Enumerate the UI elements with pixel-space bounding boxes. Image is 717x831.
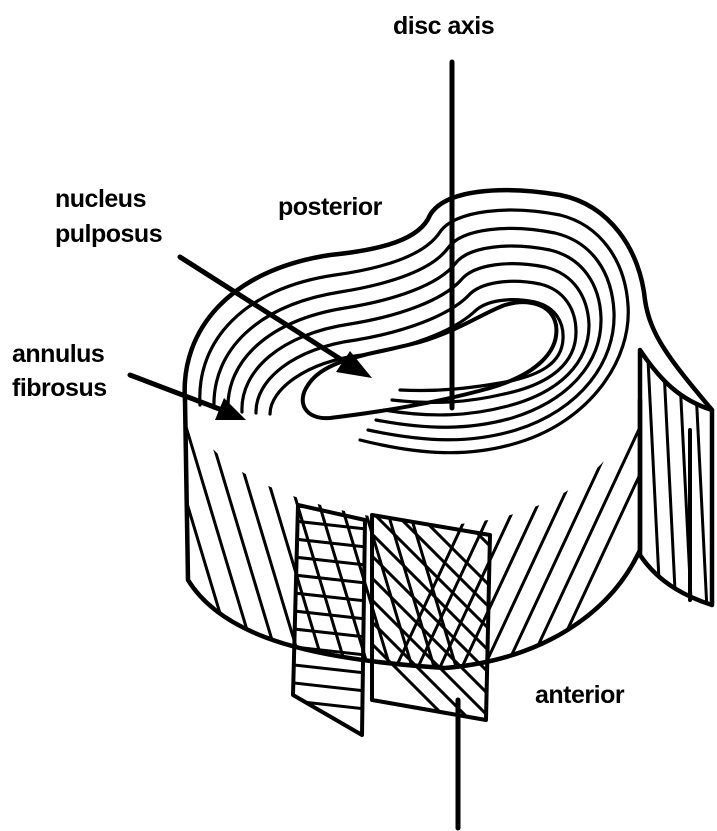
disc-axis-label: disc axis — [393, 12, 494, 40]
posterior-label: posterior — [278, 193, 383, 221]
annulus-label-line2: fibrosus — [12, 374, 107, 402]
annulus-front-wall — [185, 400, 640, 668]
annulus-label-line1: annulus — [12, 340, 104, 368]
anterior-label: anterior — [535, 681, 625, 709]
annulus-lamellae — [200, 210, 628, 453]
nucleus-label-line1: nucleus — [55, 185, 146, 213]
nucleus-label-line2: pulposus — [55, 220, 162, 248]
